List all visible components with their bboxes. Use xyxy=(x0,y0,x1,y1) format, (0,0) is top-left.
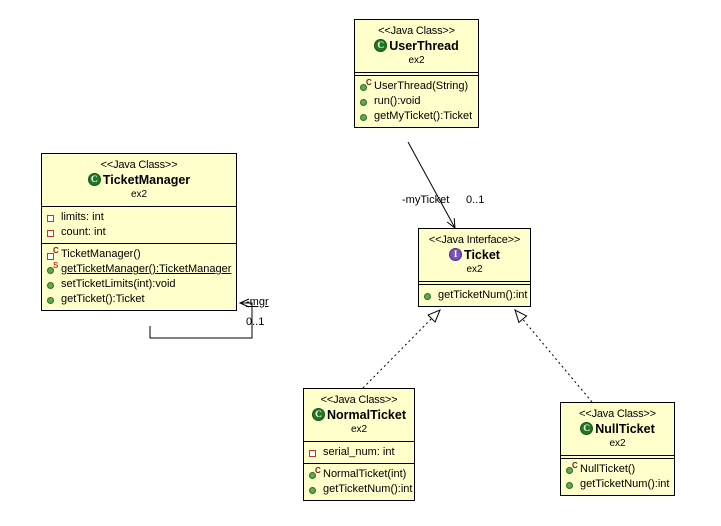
class-stereotype: <<Java Class>> xyxy=(100,159,178,171)
method-row[interactable]: C UserThread(String) xyxy=(358,79,476,94)
method-row[interactable]: run():void xyxy=(358,94,476,109)
method-row-static[interactable]: S getTicketManager():TicketManager xyxy=(45,262,234,277)
method-row[interactable]: getMyTicket():Ticket xyxy=(358,109,476,124)
method-row[interactable]: getTicket():Ticket xyxy=(45,292,234,307)
methods-compartment-nullticket: C NullTicket() getTicketNum():int xyxy=(561,459,674,495)
method-public-icon xyxy=(46,279,59,291)
fields-compartment-ticketmanager: limits: int count: int xyxy=(42,207,236,243)
divider xyxy=(304,463,414,465)
java-class-icon: C xyxy=(374,38,388,52)
method-public-icon xyxy=(359,111,372,123)
class-title: NullTicket xyxy=(595,422,655,437)
constructor-public-icon: C xyxy=(308,467,321,481)
edge-label-mgr-multiplicity: 0..1 xyxy=(246,316,265,328)
field-private-icon xyxy=(46,227,59,239)
java-class-icon: C xyxy=(87,172,101,186)
method-row[interactable]: setTicketLimits(int):void xyxy=(45,277,234,292)
class-stereotype: <<Java Class>> xyxy=(378,25,455,37)
divider-gap xyxy=(561,456,674,460)
methods-compartment-ticketmanager: C TicketManager() S getTicketManager():T… xyxy=(42,244,236,310)
method-static-icon: S xyxy=(46,262,59,276)
method-row[interactable]: C NullTicket() xyxy=(564,462,672,477)
method-row[interactable]: C TicketManager() xyxy=(45,247,234,262)
edge-label-myticket-multiplicity: 0..1 xyxy=(466,194,485,206)
edge-label-mytickets-role: -myTicket xyxy=(402,194,450,206)
class-package: ex2 xyxy=(408,55,425,67)
constructor-private-icon: C xyxy=(46,247,59,261)
divider xyxy=(42,206,236,208)
field-private-icon xyxy=(46,212,59,224)
class-title: Ticket xyxy=(464,248,500,263)
class-title: NormalTicket xyxy=(327,408,406,423)
methods-compartment-ticket: getTicketNum():int xyxy=(419,285,530,306)
class-package: ex2 xyxy=(130,189,148,201)
class-package: ex2 xyxy=(609,438,626,450)
method-public-icon xyxy=(565,479,578,491)
class-stereotype: <<Java Class>> xyxy=(579,408,656,420)
class-package: ex2 xyxy=(466,264,483,276)
class-package: ex2 xyxy=(350,424,368,436)
method-public-icon xyxy=(308,484,321,496)
class-title: TicketManager xyxy=(102,173,191,188)
methods-compartment-normalticket: C NormalTicket(int) getTicketNum():int xyxy=(304,464,414,500)
divider-gap xyxy=(419,282,530,286)
divider-gap xyxy=(355,73,478,77)
method-public-icon xyxy=(46,294,59,306)
fields-compartment-normalticket: serial_num: int xyxy=(304,442,414,463)
class-stereotype: <<Java Class>> xyxy=(320,394,398,406)
method-row[interactable]: getTicketNum():int xyxy=(564,477,672,492)
method-row[interactable]: getTicketNum():int xyxy=(307,482,412,497)
field-private-icon xyxy=(308,447,321,459)
divider xyxy=(419,281,530,283)
method-row[interactable]: C NormalTicket(int) xyxy=(307,467,412,482)
field-row[interactable]: count: int xyxy=(45,225,234,240)
field-row[interactable]: serial_num: int xyxy=(307,445,412,460)
divider xyxy=(561,455,674,457)
connector-normalticket-ticket xyxy=(362,309,441,389)
class-title: UserThread xyxy=(389,39,459,54)
connector-userthread-ticket xyxy=(407,141,456,230)
divider xyxy=(355,72,478,74)
divider xyxy=(304,441,414,443)
java-interface-icon: I xyxy=(449,247,463,261)
method-public-icon xyxy=(359,96,372,108)
edge-label-mgr-role: -mgr xyxy=(246,296,269,308)
method-public-icon xyxy=(423,290,436,302)
methods-compartment-userthread: C UserThread(String) run():void getMyTic… xyxy=(355,76,478,127)
divider xyxy=(42,243,236,245)
method-row[interactable]: getTicketNum():int xyxy=(422,288,528,303)
constructor-public-icon: C xyxy=(359,79,372,93)
java-class-icon: C xyxy=(580,421,594,435)
class-stereotype: <<Java Interface>> xyxy=(428,234,521,246)
java-class-icon: C xyxy=(312,407,326,421)
field-row[interactable]: limits: int xyxy=(45,210,234,225)
constructor-public-icon: C xyxy=(565,462,578,476)
connector-nullticket-ticket xyxy=(514,309,593,403)
